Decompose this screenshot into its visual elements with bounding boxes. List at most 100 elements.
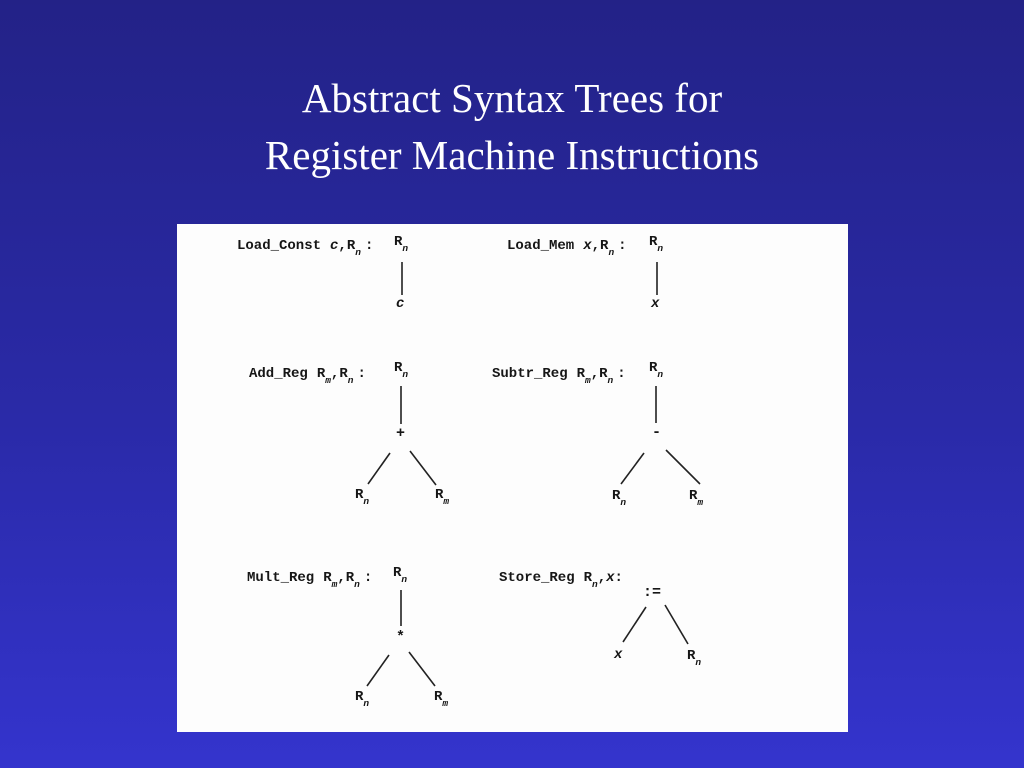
instruction-name: Load_Mem (507, 238, 575, 254)
instruction-arg2: R (339, 366, 348, 382)
constant-operand: c (396, 296, 405, 312)
register-base: R (649, 234, 658, 250)
memory-operand: x (651, 296, 660, 312)
register-base: R (355, 689, 364, 705)
instruction-name: Load_Const (237, 238, 322, 254)
instruction-arg2-sub: n (607, 374, 614, 386)
register-sub: n (363, 495, 370, 507)
instruction-name: Store_Reg (499, 570, 575, 586)
register-sub: m (442, 697, 449, 709)
instruction-arg1-sub: m (585, 374, 591, 386)
mult-reg-right-leaf: Rm (434, 689, 448, 708)
load-mem-child-node: x (651, 296, 659, 312)
register-base: R (689, 488, 698, 504)
load-mem-root-node: Rn (649, 234, 663, 253)
subtr-reg-root-node: Rn (649, 360, 663, 379)
comma: , (330, 366, 340, 382)
register-sub: n (620, 496, 627, 508)
add-reg-right-edge (409, 450, 437, 486)
subtr-reg-right-edge (665, 449, 701, 485)
store-reg-root-node: := (643, 585, 661, 601)
tree-edges-layer (366, 262, 701, 687)
instruction-arg1: R (316, 366, 326, 382)
add-reg-left-leaf: Rn (355, 487, 369, 506)
colon: : (614, 570, 623, 586)
subtr-reg-label: Subtr_Reg Rm,Rn: (492, 366, 626, 385)
store-reg-left-leaf: x (614, 647, 622, 663)
store-reg-right-leaf: Rn (687, 648, 701, 667)
add-reg-root-node: Rn (394, 360, 408, 379)
subtr-reg-right-leaf: Rm (689, 488, 703, 507)
load-const-child-node: c (396, 296, 404, 312)
register-base: R (434, 689, 443, 705)
memory-operand: x (614, 647, 623, 663)
instruction-arg1: R (323, 570, 332, 586)
subtr-reg-left-leaf: Rn (612, 488, 626, 507)
assign-operator: := (643, 584, 662, 601)
instruction-arg2-sub: n (355, 246, 361, 258)
register-sub: n (402, 368, 409, 380)
register-sub: m (697, 496, 704, 508)
register-base: R (394, 234, 403, 250)
store-reg-label: Store_Reg Rn,x: (499, 570, 623, 589)
instruction-name: Subtr_Reg (492, 366, 568, 382)
register-base: R (394, 360, 403, 376)
register-base: R (612, 488, 621, 504)
comma: , (338, 238, 347, 254)
instruction-arg1: R (576, 366, 586, 382)
add-reg-label: Add_Reg Rm,Rn: (249, 366, 366, 385)
register-sub: n (657, 368, 664, 380)
instruction-arg1-sub: m (325, 374, 331, 386)
instruction-arg1: c (330, 238, 339, 254)
register-base: R (355, 487, 364, 503)
register-sub: n (401, 573, 408, 585)
register-sub: n (402, 242, 409, 254)
subtr-reg-operator-node: - (652, 425, 661, 441)
register-sub: n (695, 656, 702, 668)
instruction-arg2: R (346, 238, 356, 254)
instruction-arg1-sub: n (592, 578, 598, 590)
store-reg-left-edge (622, 606, 647, 643)
instruction-arg1-sub: m (331, 578, 338, 590)
plus-operator: + (396, 425, 406, 442)
colon: : (364, 238, 374, 254)
comma: , (590, 366, 600, 382)
instruction-name: Mult_Reg (247, 570, 315, 586)
slide-title-line2: Register Machine Instructions (264, 132, 760, 178)
comma: , (337, 570, 346, 586)
instruction-arg2: R (345, 570, 355, 586)
comma: , (597, 570, 607, 586)
load-const-root-node: Rn (394, 234, 408, 253)
store-reg-right-edge (664, 604, 689, 645)
mult-reg-left-edge (366, 654, 390, 687)
instruction-arg2: R (599, 366, 608, 382)
instruction-arg2: x (606, 570, 615, 586)
add-reg-operator-node: + (396, 426, 405, 442)
comma: , (591, 238, 601, 254)
colon: : (617, 366, 626, 382)
register-base: R (649, 360, 658, 376)
mult-reg-left-leaf: Rn (355, 689, 369, 708)
mult-reg-root-node: Rn (393, 565, 407, 584)
instruction-arg1: R (583, 570, 593, 586)
colon: : (357, 366, 366, 382)
instruction-arg2-sub: n (608, 246, 615, 258)
register-base: R (687, 648, 696, 664)
instruction-arg1: x (583, 238, 592, 254)
mult-reg-right-edge (408, 651, 436, 687)
subtr-reg-left-edge (620, 452, 645, 485)
register-sub: n (363, 697, 370, 709)
register-sub: n (657, 242, 664, 254)
colon: : (618, 238, 627, 254)
load-const-label: Load_Const c,Rn: (237, 238, 374, 257)
add-reg-left-edge (367, 452, 391, 485)
mult-reg-operator-node: * (396, 630, 405, 646)
instruction-arg2-sub: n (347, 374, 354, 386)
minus-operator: - (652, 424, 662, 441)
instruction-name: Add_Reg (249, 366, 308, 382)
multiply-operator: * (396, 629, 406, 646)
